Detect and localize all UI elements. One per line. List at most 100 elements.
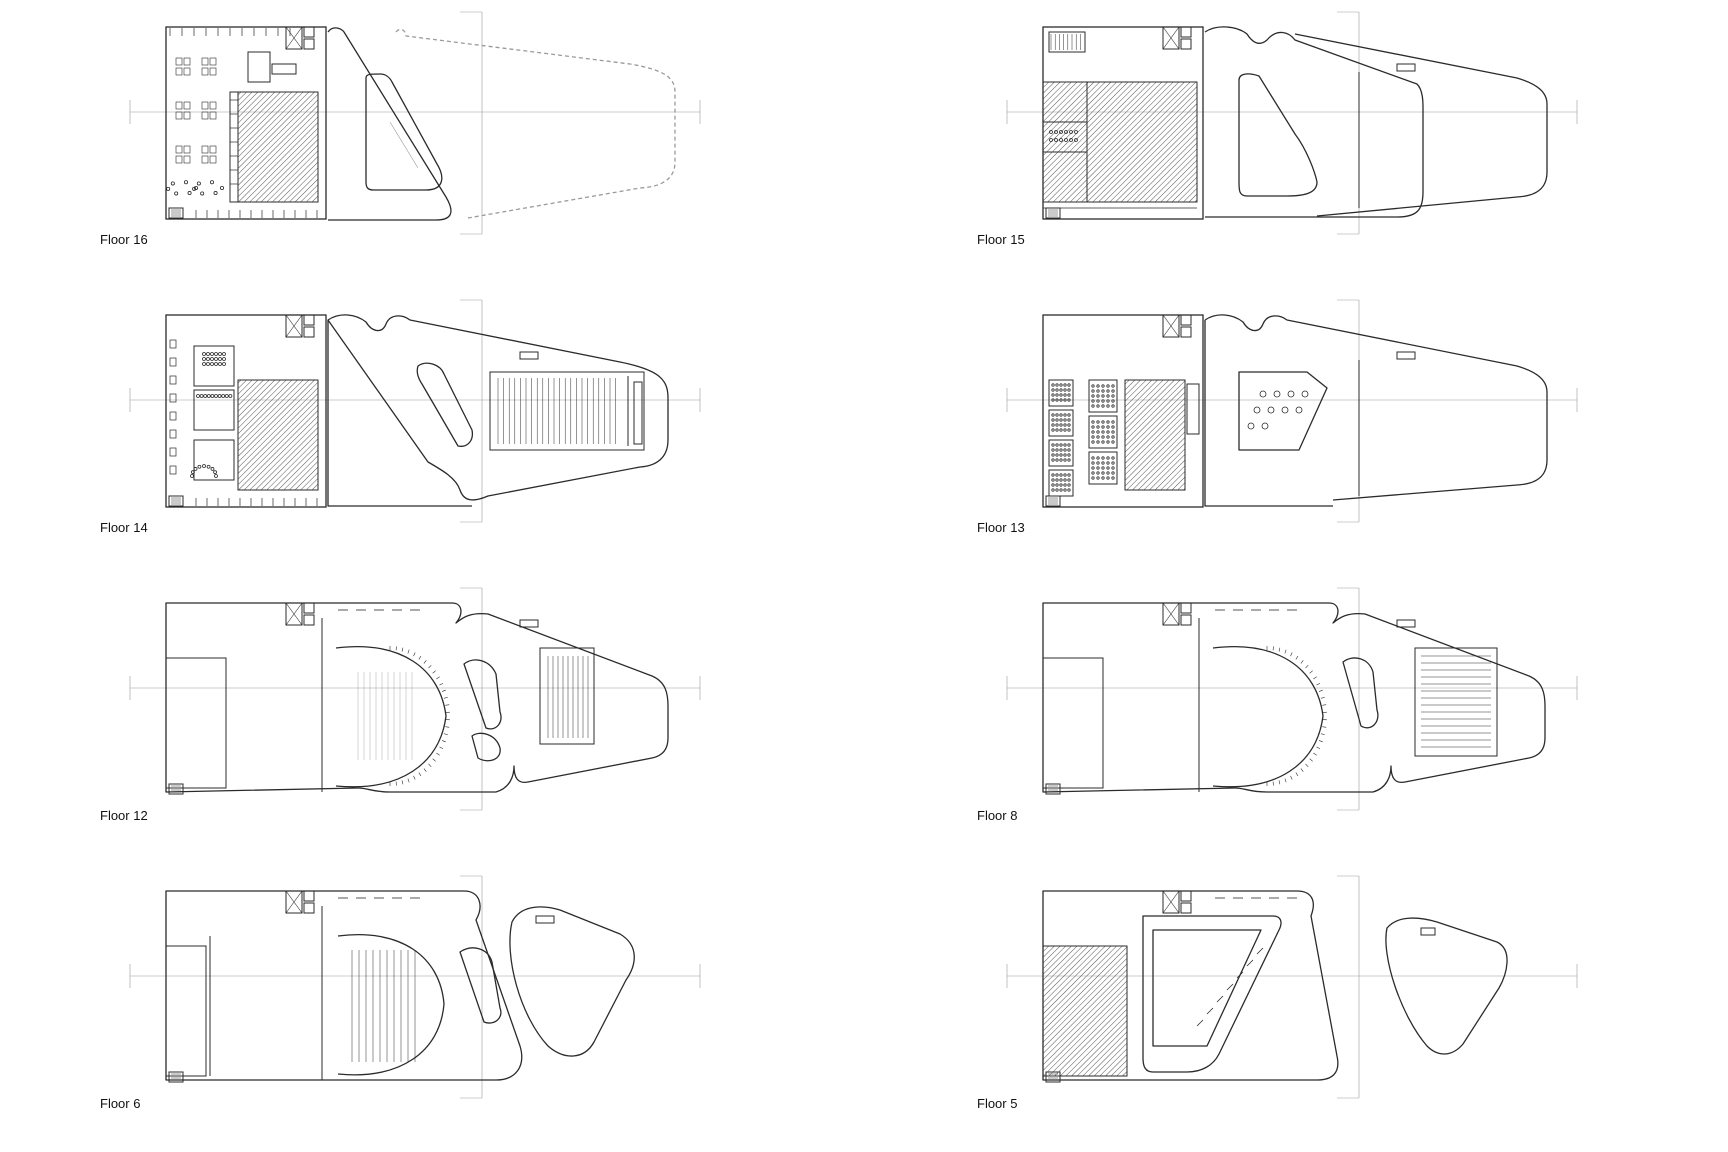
plan-floor-16: Floor 16 bbox=[100, 11, 800, 270]
plan-floor-14: Floor 14 bbox=[100, 299, 800, 558]
reader-seat bbox=[1101, 430, 1105, 434]
rehearsal-block bbox=[539, 647, 595, 745]
reader-seat bbox=[1063, 458, 1067, 462]
lift-cross bbox=[285, 602, 303, 626]
stair-symbol bbox=[1045, 495, 1061, 507]
reader-seat bbox=[1063, 393, 1067, 397]
cantilever-stair bbox=[1396, 351, 1416, 360]
meeting-seat bbox=[214, 357, 218, 361]
reader-seat bbox=[1096, 471, 1100, 475]
desk bbox=[209, 57, 217, 66]
lift-shaft bbox=[1180, 314, 1192, 326]
meeting-seat bbox=[170, 181, 175, 186]
reader-seat bbox=[1111, 440, 1115, 444]
atrium-void bbox=[327, 27, 452, 221]
floor-outline bbox=[1042, 890, 1339, 1081]
balcony-seat bbox=[445, 726, 450, 728]
reader-seat bbox=[1051, 383, 1055, 387]
meeting-seat bbox=[202, 352, 206, 356]
atrium-light-well bbox=[459, 947, 502, 1024]
desk bbox=[201, 101, 209, 110]
balcony-seat bbox=[1318, 740, 1323, 743]
lounge-table bbox=[1281, 406, 1289, 414]
meeting-seat bbox=[210, 357, 214, 361]
reader-seat bbox=[1101, 425, 1105, 429]
reader-seat bbox=[1096, 476, 1100, 480]
plan-drawing bbox=[129, 875, 701, 1099]
balcony-seat bbox=[423, 768, 427, 772]
ramp-dash bbox=[1196, 1019, 1204, 1027]
balcony-seat bbox=[1309, 758, 1313, 762]
reader-seat bbox=[1111, 430, 1115, 434]
meeting-seat bbox=[210, 362, 214, 366]
reader-seat bbox=[1106, 404, 1110, 408]
reader-seat bbox=[1101, 440, 1105, 444]
reader-seat bbox=[1111, 456, 1115, 460]
plan-drawing bbox=[1006, 11, 1578, 235]
reader-seat bbox=[1096, 389, 1100, 393]
reader-seat bbox=[1111, 404, 1115, 408]
balcony-seat bbox=[1278, 647, 1281, 652]
meeting-seat bbox=[214, 362, 218, 366]
hatched-core bbox=[237, 91, 319, 203]
reader-seat bbox=[1063, 473, 1067, 477]
seminar-seat bbox=[221, 394, 226, 398]
reader-seat bbox=[1067, 478, 1071, 482]
meeting-seat bbox=[1049, 138, 1053, 142]
floor-plate-office bbox=[165, 26, 327, 220]
lift-shaft bbox=[1180, 890, 1192, 902]
meeting-seat bbox=[202, 357, 206, 361]
reader-seat bbox=[1051, 388, 1055, 392]
reader-seat bbox=[1106, 440, 1110, 444]
auditorium bbox=[489, 371, 645, 451]
reader-seat bbox=[1055, 423, 1059, 427]
balcony-seat bbox=[1278, 780, 1281, 785]
balcony-seat bbox=[428, 763, 432, 768]
reader-seat bbox=[1096, 384, 1100, 388]
plan-drawing bbox=[129, 11, 701, 235]
reader-seat bbox=[1067, 418, 1071, 422]
reader-seat bbox=[1106, 456, 1110, 460]
reader-seat bbox=[1101, 435, 1105, 439]
cantilever-stair bbox=[1396, 619, 1416, 628]
reader-seat bbox=[1091, 471, 1095, 475]
reader-seat bbox=[1067, 448, 1071, 452]
plan-drawing bbox=[1006, 587, 1578, 811]
reader-seat bbox=[1067, 413, 1071, 417]
reader-seat bbox=[1106, 425, 1110, 429]
lounge-table bbox=[1273, 390, 1281, 398]
balcony-seat bbox=[443, 696, 448, 699]
lift-shaft bbox=[1180, 602, 1192, 614]
lounge-table bbox=[1267, 406, 1275, 414]
stair-symbol bbox=[168, 783, 184, 795]
reader-seat bbox=[1091, 466, 1095, 470]
balcony-seat bbox=[432, 670, 436, 674]
reader-seat bbox=[1096, 466, 1100, 470]
floor-outline bbox=[165, 890, 523, 1081]
meeting-seat bbox=[1074, 138, 1078, 142]
lift-shaft bbox=[303, 326, 315, 338]
seminar-seat bbox=[202, 464, 206, 468]
library-stack bbox=[1048, 439, 1074, 467]
reader-seat bbox=[1067, 458, 1071, 462]
service-riser bbox=[1186, 383, 1200, 435]
storage-rack bbox=[1048, 31, 1086, 53]
floor-label: Floor 16 bbox=[100, 232, 148, 247]
foyer-block bbox=[165, 945, 207, 1077]
reader-seat bbox=[1101, 461, 1105, 465]
reader-seat bbox=[1111, 471, 1115, 475]
balcony-seat bbox=[1300, 768, 1304, 772]
lift-shaft bbox=[303, 602, 315, 614]
plan-floor-15: Floor 15 bbox=[977, 11, 1677, 270]
reader-seat bbox=[1067, 428, 1071, 432]
balcony-seat bbox=[1290, 775, 1293, 780]
seminar-seat bbox=[190, 474, 194, 478]
meeting-seat bbox=[214, 352, 218, 356]
desk bbox=[209, 111, 217, 120]
reader-seat bbox=[1059, 413, 1063, 417]
ramp-dash bbox=[1236, 971, 1244, 979]
desk bbox=[175, 111, 183, 120]
desk bbox=[169, 429, 177, 439]
reader-seat bbox=[1091, 420, 1095, 424]
library-stack bbox=[1048, 469, 1074, 497]
